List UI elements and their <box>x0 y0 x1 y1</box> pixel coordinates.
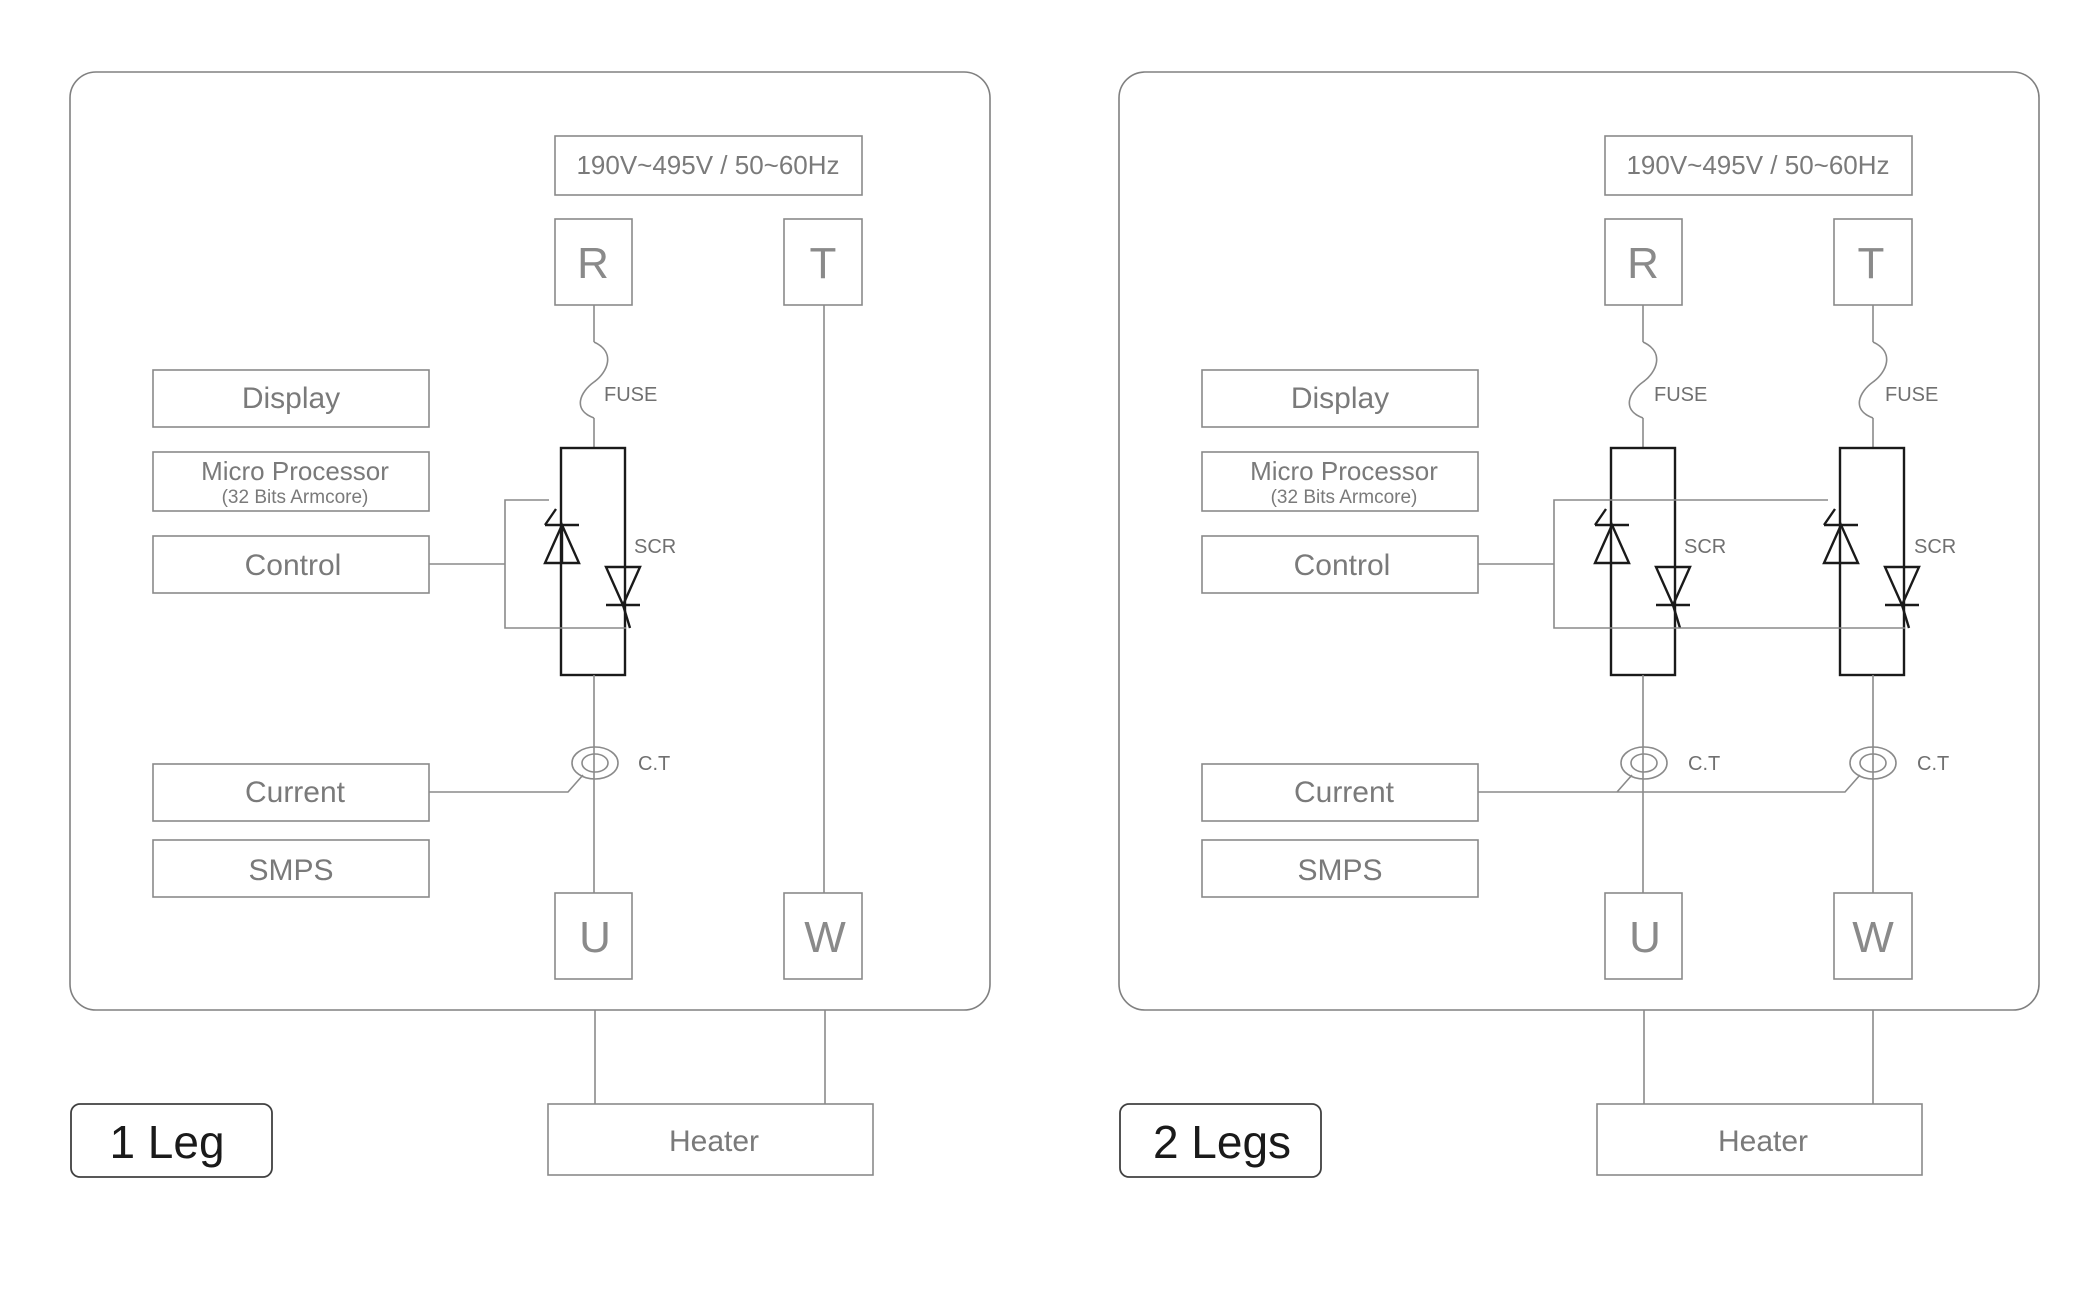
micro-processor-module <box>1201 451 1479 512</box>
panel-1-leg: 190V~495V / 50~60Hz R T Display Micro Pr… <box>69 71 991 1178</box>
terminal-r-label: R <box>1627 239 1659 288</box>
supply-label: 190V~495V / 50~60Hz <box>576 150 839 180</box>
ct-label: C.T <box>1688 753 1720 775</box>
gate-wire-loop <box>1478 499 1905 629</box>
legend-label: 1 Leg <box>109 1116 224 1168</box>
ct-signal-wire <box>429 774 584 793</box>
scr-thyristor-icon <box>1593 508 1692 629</box>
heater-load <box>547 1103 874 1176</box>
terminal-u <box>1604 892 1683 980</box>
heater-label: Heater <box>1718 1125 1808 1158</box>
panel-2-legs: 190V~495V / 50~60Hz R T Display Micro Pr… <box>1118 71 2040 1178</box>
control-label: Control <box>245 549 342 582</box>
terminal-w-label: W <box>1852 913 1894 962</box>
display-label: Display <box>1291 382 1389 415</box>
terminal-u-label: U <box>579 913 611 962</box>
smps-module <box>1201 839 1479 898</box>
current-label: Current <box>1294 776 1395 809</box>
ct-sensor-icon <box>571 746 619 780</box>
fuse-label: FUSE <box>604 384 657 406</box>
micro-processor-sublabel: (32 Bits Armcore) <box>1271 487 1418 508</box>
control-label: Control <box>1294 549 1391 582</box>
fuse-icon <box>1628 341 1658 419</box>
terminal-w <box>1833 892 1913 980</box>
display-module <box>1201 369 1479 428</box>
terminal-t-label: T <box>1858 239 1885 288</box>
scr-module-t <box>1838 446 1906 677</box>
fuse-icon <box>1858 341 1888 419</box>
terminal-u <box>554 892 633 980</box>
current-module <box>1201 763 1479 822</box>
scr-label: SCR <box>1914 536 1956 558</box>
gate-wire-loop <box>429 499 626 629</box>
terminal-t-label: T <box>810 239 837 288</box>
micro-processor-module <box>152 451 430 512</box>
scr-label: SCR <box>634 536 676 558</box>
heater-label: Heater <box>669 1125 759 1158</box>
scr-label: SCR <box>1684 536 1726 558</box>
current-label: Current <box>245 776 346 809</box>
terminal-r <box>1604 218 1683 306</box>
micro-processor-sublabel: (32 Bits Armcore) <box>222 487 369 508</box>
control-module <box>152 535 430 594</box>
ct-sensor-icon <box>1849 746 1897 780</box>
ct-signal-wire <box>1478 774 1861 793</box>
smps-label: SMPS <box>248 854 333 887</box>
fuse-label: FUSE <box>1654 384 1707 406</box>
legend-badge <box>1119 1103 1322 1178</box>
terminal-r <box>554 218 633 306</box>
supply-box <box>554 135 863 196</box>
ct-label: C.T <box>1917 753 1949 775</box>
smps-module <box>152 839 430 898</box>
legend-badge <box>70 1103 273 1178</box>
terminal-u-label: U <box>1629 913 1661 962</box>
legend-label: 2 Legs <box>1153 1116 1291 1168</box>
supply-box <box>1604 135 1913 196</box>
ct-label: C.T <box>638 753 670 775</box>
scr-thyristor-icon <box>1822 508 1921 629</box>
terminal-r-label: R <box>577 239 609 288</box>
micro-processor-label: Micro Processor <box>201 456 389 486</box>
terminal-w <box>783 892 863 980</box>
scr-thyristor-icon <box>543 508 642 629</box>
heater-load <box>1596 1103 1923 1176</box>
ct-sensor-icon <box>1620 746 1668 780</box>
terminal-t <box>1833 218 1913 306</box>
smps-label: SMPS <box>1297 854 1382 887</box>
display-module <box>152 369 430 428</box>
fuse-label: FUSE <box>1885 384 1938 406</box>
terminal-t <box>783 218 863 306</box>
fuse-icon <box>579 341 609 419</box>
supply-label: 190V~495V / 50~60Hz <box>1626 150 1889 180</box>
terminal-w-label: W <box>804 913 846 962</box>
micro-processor-label: Micro Processor <box>1250 456 1438 486</box>
display-label: Display <box>242 382 340 415</box>
